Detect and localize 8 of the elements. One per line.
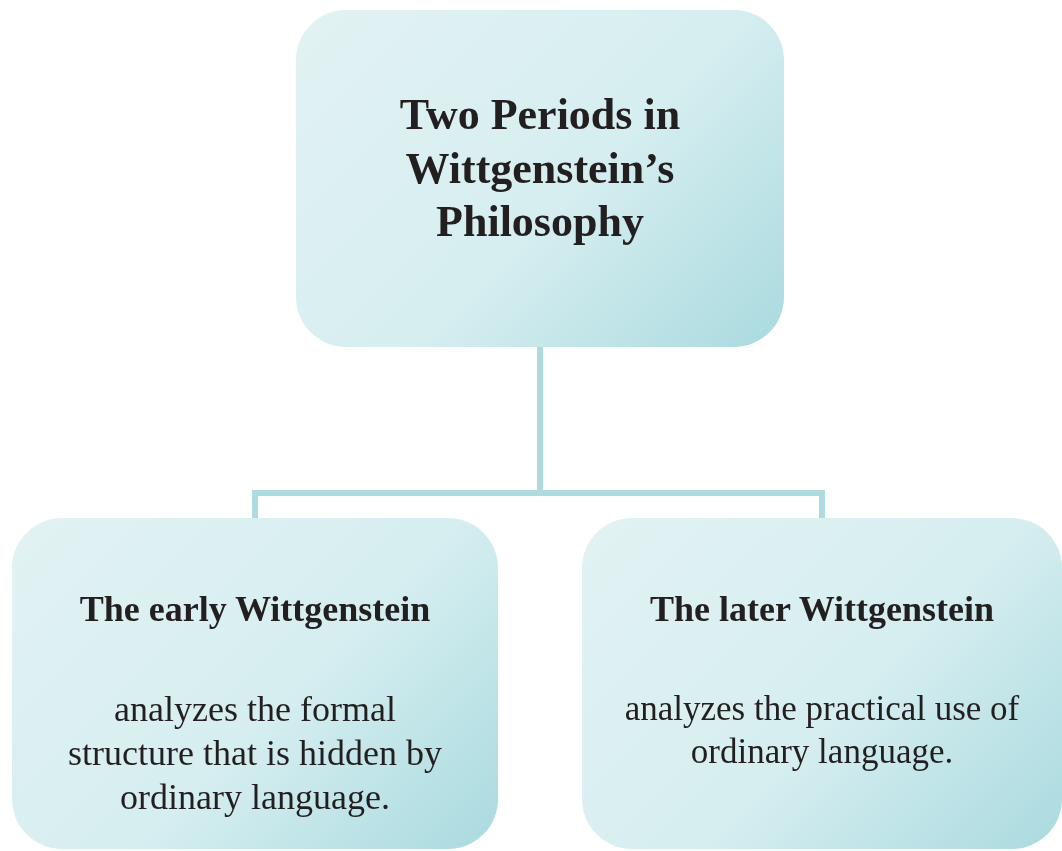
box-heading: The later Wittgenstein (649, 588, 995, 631)
rounded-box (12, 518, 498, 849)
box-heading: Two Periods in Wittgenstein’s Philosophy (398, 89, 682, 249)
box-heading: The early Wittgenstein (78, 588, 432, 631)
rounded-box (296, 10, 784, 347)
rounded-box (582, 518, 1062, 849)
box-description: analyzes the practical use of ordinary language. (623, 687, 1021, 773)
box-description: analyzes the formal structure that is hidden by ordinary language. (67, 687, 443, 819)
